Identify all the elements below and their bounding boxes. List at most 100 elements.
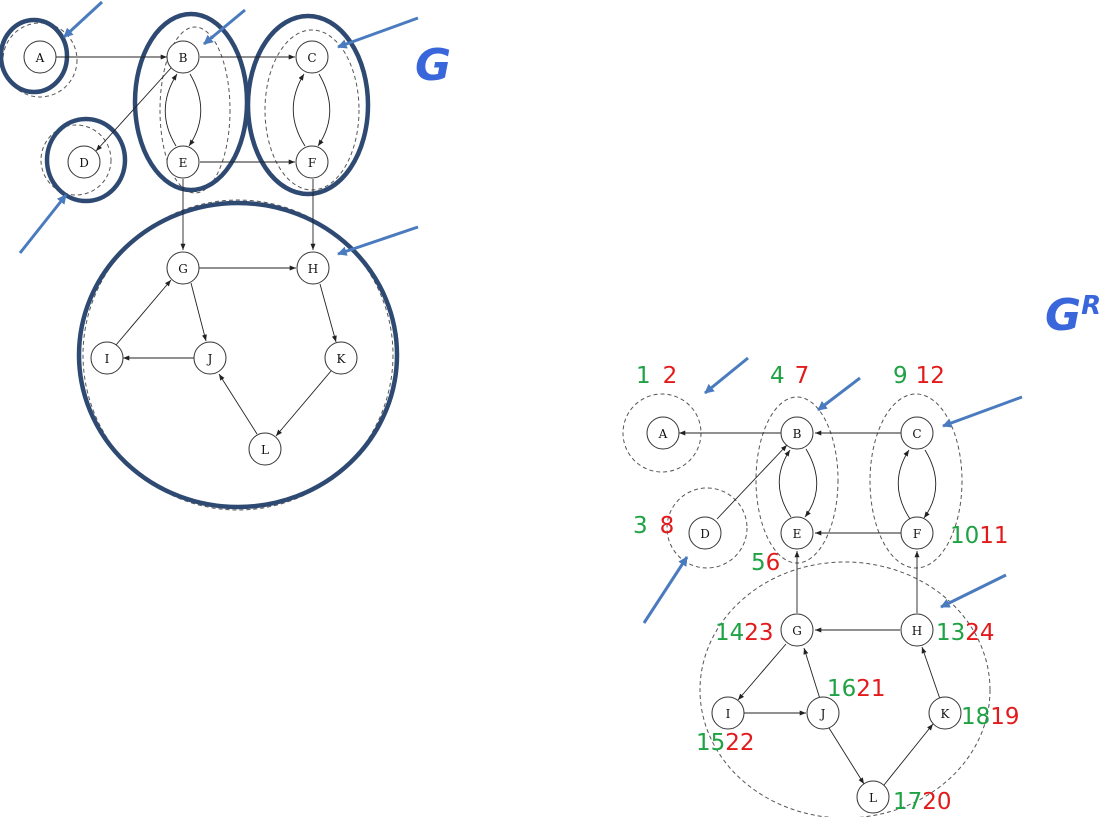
svg-text:L: L [261,443,269,457]
svg-text:D: D [79,156,89,170]
node-l: L [248,432,282,466]
svg-text:C: C [307,51,316,65]
dfs-numbers-k: 1819 [961,704,1020,730]
svg-text:H: H [308,262,318,276]
svg-text:C: C [912,427,921,441]
node-d: D [67,145,101,179]
node-f: F [900,516,934,550]
svg-text:J: J [206,352,213,366]
svg-text:G: G [792,624,802,638]
node-h: H [900,613,934,647]
edge-f-c [292,73,306,147]
edge-c-f [317,73,331,147]
edge-k-h [921,646,941,700]
highlight-circle-d [44,116,128,204]
node-d: D [688,516,722,550]
node-k: K [928,696,962,730]
edge-h-k [319,283,337,343]
dfs-numbers-h: 1324 [936,620,995,646]
node-j: J [806,696,840,730]
svg-text:B: B [793,427,802,441]
dfs-numbers-e: 56 [751,550,780,576]
node-l: L [856,780,890,814]
scc-outline-ghijkl [82,199,394,511]
svg-text:J: J [819,707,826,721]
edge-c-f [923,449,937,519]
node-k: K [324,341,358,375]
scc-outline-d [40,124,112,196]
edge-g-j [190,282,207,342]
edge-d-b [716,444,788,520]
scc-outline-cf [869,393,963,569]
svg-text:F: F [308,156,316,170]
edge-b-d [95,67,172,152]
scc-outline-a [2,22,78,98]
svg-text:E: E [179,156,188,170]
dfs-numbers-g: 1423 [715,620,774,646]
edge-j-g [803,647,821,700]
edge-g-i [737,643,787,701]
edge-i-g [115,279,172,346]
svg-text:K: K [941,707,951,721]
edge-e-b [778,449,792,518]
dfs-numbers-i: 1522 [696,730,755,756]
graph-gr-label: GR [1045,290,1101,341]
highlight-circle-ghijkl [76,200,400,510]
node-i: I [711,696,745,730]
svg-text:G: G [178,262,188,276]
graph-g-label: G [415,40,451,91]
dfs-numbers-l: 1720 [893,789,952,815]
svg-text:K: K [337,352,347,366]
dfs-numbers-f: 1011 [950,523,1009,549]
node-e: E [780,516,814,550]
pointer-arrow-h [940,573,1007,609]
edge-l-j [218,373,258,435]
highlight-circle-cf [245,13,371,197]
highlight-circle-a [0,17,70,95]
svg-text:H: H [912,624,922,638]
svg-text:I: I [726,707,731,721]
edge-b-e [188,73,202,147]
svg-text:A: A [658,427,668,441]
svg-text:E: E [793,527,802,541]
graph-gr: GR A B C D E F G H I J K [622,290,1101,817]
node-f: F [295,145,329,179]
svg-text:L: L [869,791,877,805]
graph-g: A B C D E F G H I J K L G [0,0,451,511]
scc-outline-be [159,26,231,194]
edge-j-l [828,727,865,785]
scc-outline-d [666,487,748,569]
pointer-arrow-c [942,395,1023,428]
pointer-arrow-c [337,16,419,49]
edge-l-k [883,723,934,786]
pointer-arrow-b [817,376,861,412]
node-g: G [166,251,200,285]
node-g: G [780,613,814,647]
node-b: B [166,40,200,74]
node-a: A [23,40,57,74]
edge-f-c [897,449,911,520]
svg-text:D: D [700,527,710,541]
edge-k-l [275,370,332,437]
node-i: I [90,341,124,375]
node-j: J [193,341,227,375]
node-b: B [780,416,814,450]
svg-text:I: I [105,352,110,366]
pointer-arrow-d [642,556,689,624]
scc-outline-ghijkl [699,561,991,817]
pointer-arrow-a [62,0,104,39]
node-c: C [295,40,329,74]
scc-outline-cf [264,29,360,191]
pointer-arrow-a [704,356,749,395]
pointer-arrow-h [337,225,419,256]
edge-e-b [164,73,178,147]
node-h: H [296,251,330,285]
node-c: C [900,416,934,450]
pointer-arrow-b [203,8,246,46]
edge-b-e [804,448,818,518]
svg-text:A: A [35,51,45,65]
